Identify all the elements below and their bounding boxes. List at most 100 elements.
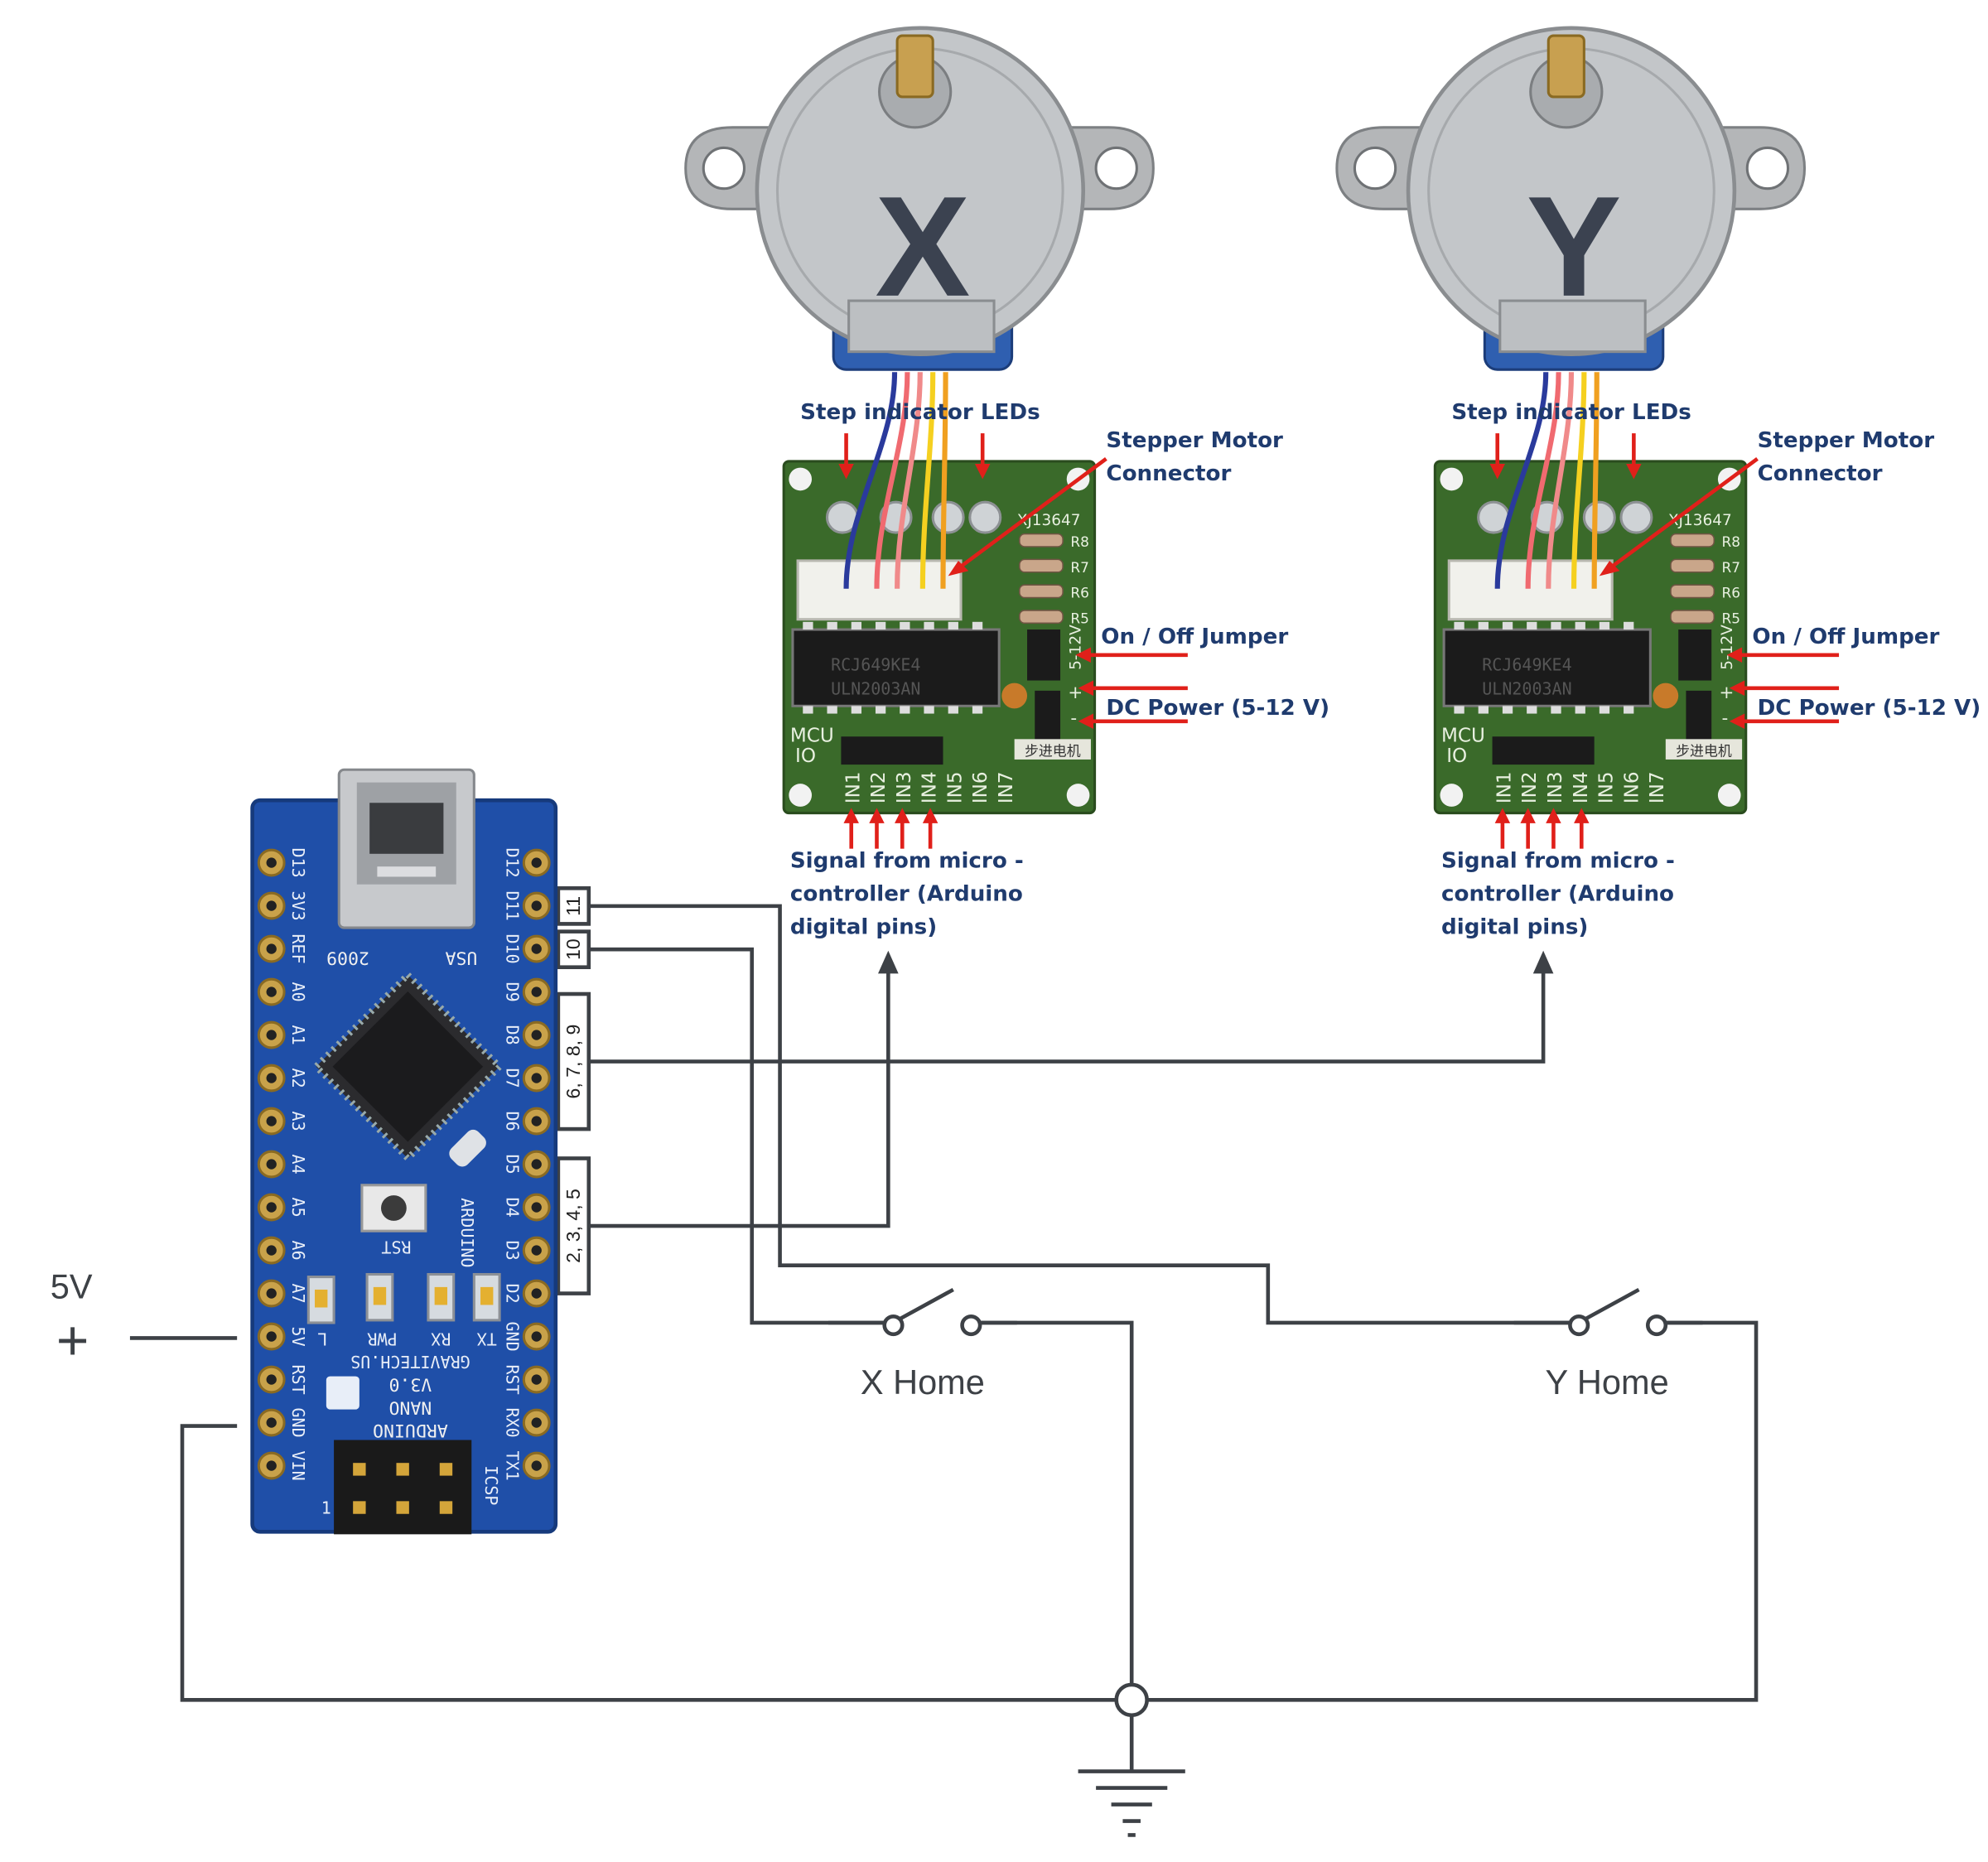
led-label-rx: RX: [431, 1329, 451, 1348]
nano-pin-label-right: D11: [502, 891, 522, 921]
rst-label: RST: [381, 1237, 411, 1257]
resistor: [1670, 533, 1715, 548]
nano-pin-label-left: 3V3: [288, 891, 308, 921]
chinese-label-box: [1665, 739, 1743, 760]
arrow-up-y-driver: [1532, 950, 1554, 974]
pins-2345-box: [556, 1156, 591, 1295]
resistor: [1019, 533, 1064, 548]
left-pin-headers: [257, 848, 286, 1480]
input-header: [1492, 736, 1595, 765]
resistor: [1670, 584, 1715, 599]
power-pins: [1686, 690, 1712, 742]
input-pin-label: IN2: [868, 771, 890, 803]
input-pin-label: IN7: [1647, 771, 1668, 803]
pin-10-box: [556, 929, 591, 970]
nano-label: NANO: [388, 1396, 432, 1417]
maker-label: GRAVITECH.US: [350, 1352, 470, 1372]
wire-pin10-x-home: [590, 947, 892, 1325]
on-off-jumper: [1027, 630, 1061, 681]
nano-pin-label-right: D6: [502, 1112, 522, 1131]
nano-pin-label-right: TX1: [502, 1451, 522, 1481]
input-pin-label: IN5: [1596, 771, 1618, 803]
resistor-label: R5: [1070, 610, 1089, 626]
mcu-label: MCU: [790, 725, 834, 746]
arduino-label: ARDUINO: [373, 1420, 448, 1440]
stepper-motor-connector-label-2: Connector: [1758, 461, 1883, 486]
nano-pin-label-right: D9: [502, 982, 522, 1002]
chinese-label-box: [1014, 739, 1091, 760]
mcu-label: MCU: [1441, 725, 1485, 746]
nano-pin-label-left: 5V: [288, 1327, 308, 1347]
input-pin-label: IN6: [970, 771, 992, 803]
input-pin-label: IN5: [944, 771, 966, 803]
nano-pin-label-left: RST: [288, 1365, 308, 1395]
motor-wires: [1494, 372, 1600, 589]
input-pin-label: IN6: [1621, 771, 1643, 803]
step-led: [968, 500, 1002, 534]
chinese-label: 步进电机: [1025, 742, 1081, 759]
step-indicator-leds-label: Step indicator LEDs: [800, 400, 1040, 425]
x-home-label: X Home: [861, 1363, 985, 1401]
power-pin-label: 5-12V: [1719, 625, 1736, 670]
capacitor: [1001, 683, 1028, 709]
nano-pin-label-right: D12: [502, 848, 522, 878]
step-led: [931, 500, 965, 534]
nano-pin-label-right: D2: [502, 1284, 522, 1304]
stepper-motor-connector-label-2: Connector: [1106, 461, 1231, 486]
pins-2345-label: 2, 3, 4, 5: [562, 1189, 584, 1263]
nano-pin-label-right: D5: [502, 1155, 522, 1175]
nano-pin-label-left: VIN: [288, 1451, 308, 1481]
input-pin-label: IN4: [1571, 771, 1592, 803]
resistor-label: R7: [1070, 559, 1089, 576]
signal-label-line2: controller (Arduino: [1441, 882, 1674, 907]
pin-10-label: 10: [562, 938, 584, 960]
nano-pin-label-left: A5: [288, 1198, 308, 1218]
wire-x-home-ground: [971, 1320, 1134, 1685]
resistor: [1019, 584, 1064, 599]
on-off-jumper-label: On / Off Jumper: [1752, 625, 1939, 649]
resistor-label: R5: [1722, 610, 1741, 626]
pins-6789-label: 6, 7, 8, 9: [562, 1025, 584, 1099]
step-led: [1619, 500, 1653, 534]
ground-junction: [1114, 1682, 1149, 1718]
wires: [129, 904, 1759, 1837]
resistor-label: R7: [1722, 559, 1741, 576]
ground-symbol: [1078, 1769, 1185, 1837]
dc-power-label: DC Power (5-12 V): [1106, 696, 1329, 721]
led-label-l: L: [317, 1329, 327, 1348]
ic-text-2: ULN2003AN: [1482, 678, 1571, 698]
nano-pin-label-left: A0: [288, 982, 308, 1002]
callout-arrows: [1489, 433, 1840, 849]
nano-pin-label-left: A2: [288, 1068, 308, 1088]
icsp-header: ICSP 1: [321, 1440, 501, 1535]
nano-pin-label-right: D8: [502, 1025, 522, 1045]
resistor-label: R6: [1722, 585, 1741, 601]
input-pin-label: IN3: [894, 771, 915, 803]
io-label: IO: [1446, 745, 1467, 767]
x-home-switch: X Home: [828, 1287, 1017, 1401]
board-usa: USA: [445, 947, 477, 967]
wire-y-home-ground: [1148, 1320, 1759, 1702]
led-label-pwr: PWR: [367, 1329, 398, 1348]
atmega-chip: [311, 970, 504, 1163]
ic-text-2: ULN2003AN: [831, 678, 920, 698]
nano-pin-label-right: GND: [502, 1322, 522, 1352]
right-pin-headers: [522, 848, 551, 1480]
stepper-modules: XR8R7R6R5XJ13647RCJ649KE4ULN2003AN5-12V+…: [684, 26, 1981, 940]
nano-pin-label-right: RX0: [502, 1408, 522, 1438]
svg-text:1: 1: [321, 1498, 331, 1518]
nano-pin-label-left: A3: [288, 1112, 308, 1131]
power-minus-label: -: [1722, 708, 1729, 729]
pin-label-boxes: 11 10 6, 7, 8, 9 2, 3, 4, 5: [556, 886, 591, 1295]
gravitech-logo: [326, 1376, 359, 1410]
crystal: [449, 1129, 486, 1167]
callout-arrows: [838, 433, 1188, 849]
wire-pin11-y-home: [590, 904, 1580, 1325]
arrow-up-x-driver: [878, 950, 899, 974]
power-pin-label: 5-12V: [1068, 625, 1085, 670]
chinese-label: 步进电机: [1676, 742, 1732, 759]
reset-button: [360, 1184, 427, 1232]
